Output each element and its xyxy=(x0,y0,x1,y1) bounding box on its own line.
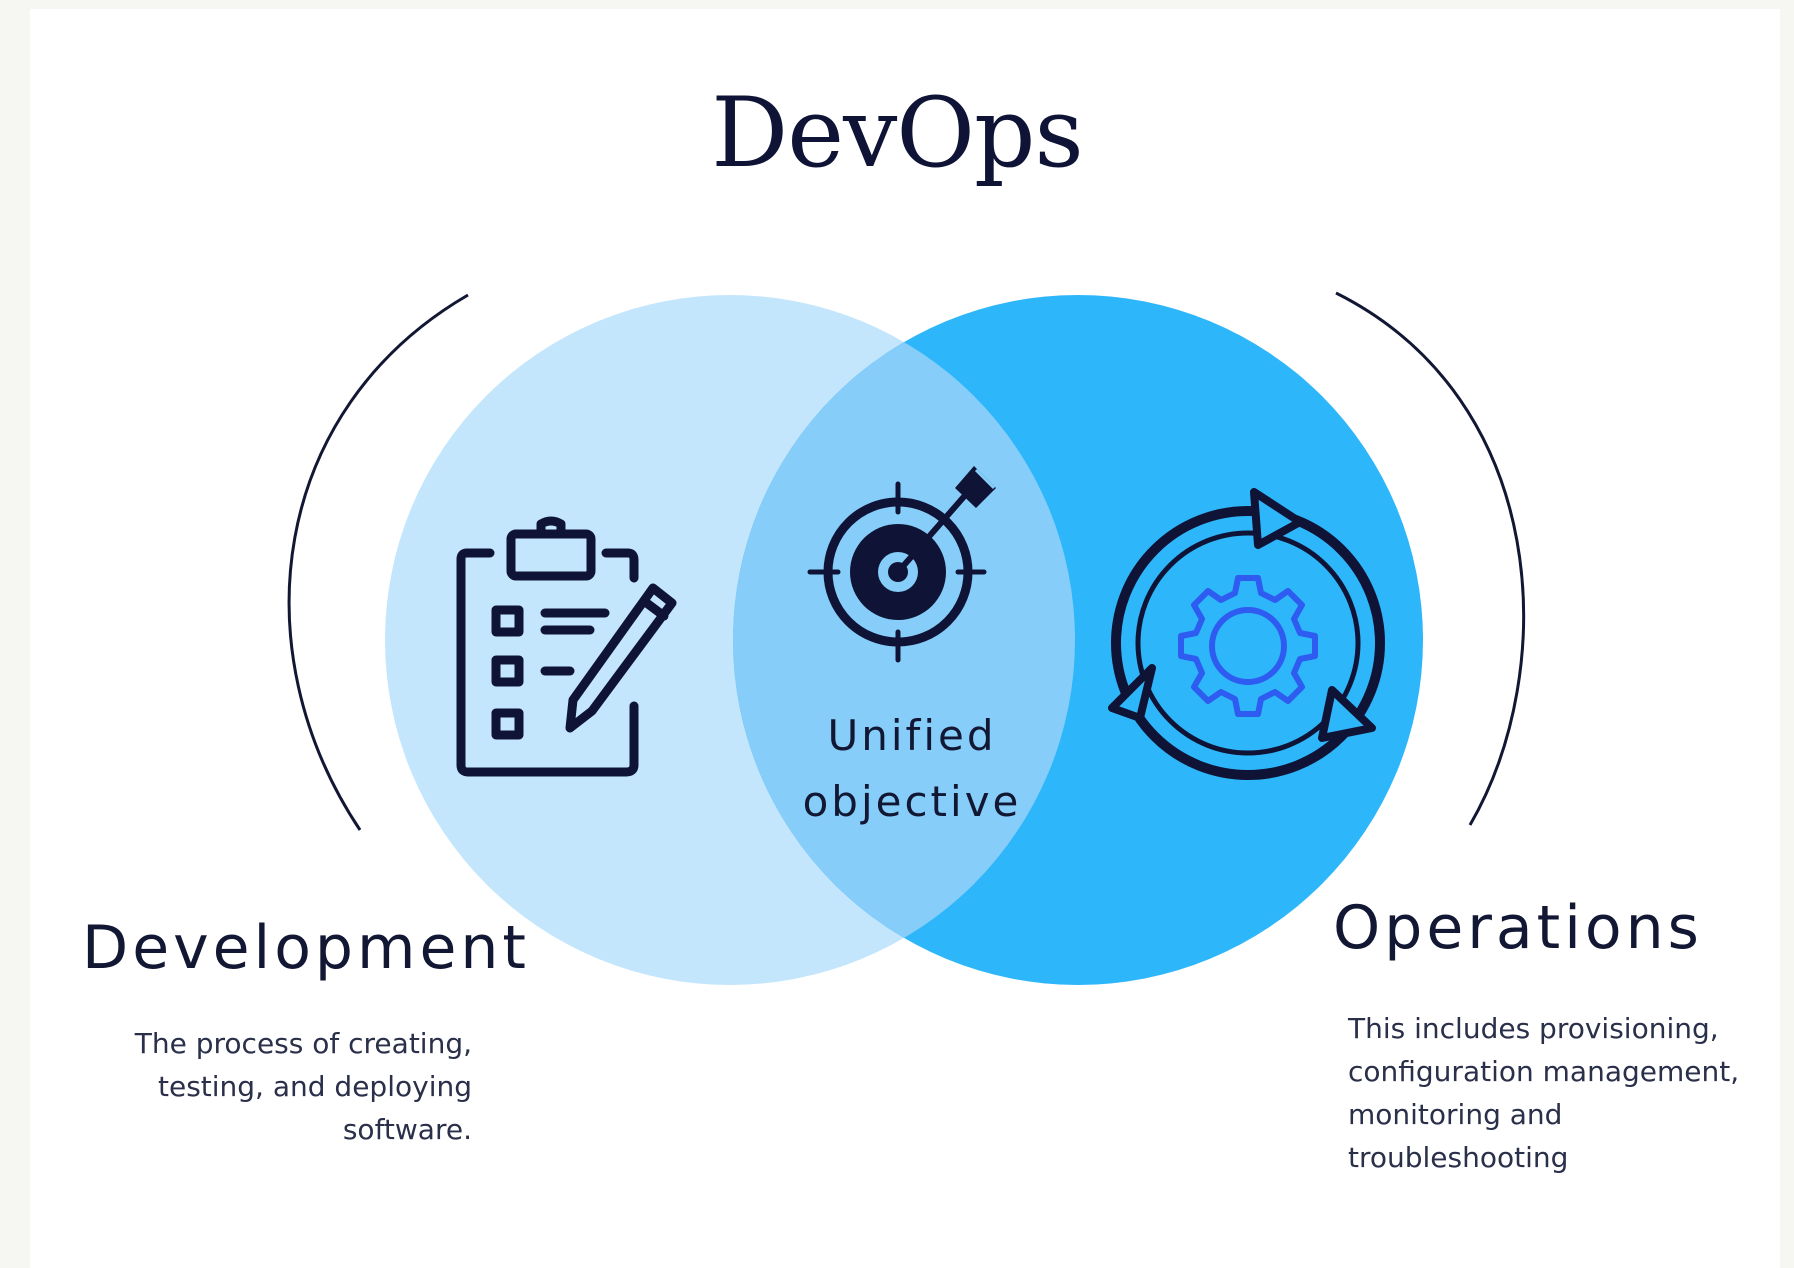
operations-heading: Operations xyxy=(1333,893,1703,963)
diagram-title: DevOps xyxy=(711,77,1083,189)
overlap-region xyxy=(733,295,1075,985)
gear-cycle-icon xyxy=(1108,488,1385,780)
left-bracket-arc xyxy=(287,293,469,831)
development-heading: Development xyxy=(82,913,530,983)
target-arrow-icon xyxy=(807,466,996,663)
clipboard-checklist-icon xyxy=(456,516,677,777)
center-label-line-1: Unified xyxy=(827,711,997,760)
right-bracket-arc xyxy=(1335,291,1526,826)
development-description: The process of creating, testing, and de… xyxy=(134,1027,472,1146)
center-label-line-2: objective xyxy=(802,777,1022,826)
operations-description: This includes provisioning, configuratio… xyxy=(1348,1012,1740,1174)
unified-objective-label: Unified objective xyxy=(762,703,1062,835)
